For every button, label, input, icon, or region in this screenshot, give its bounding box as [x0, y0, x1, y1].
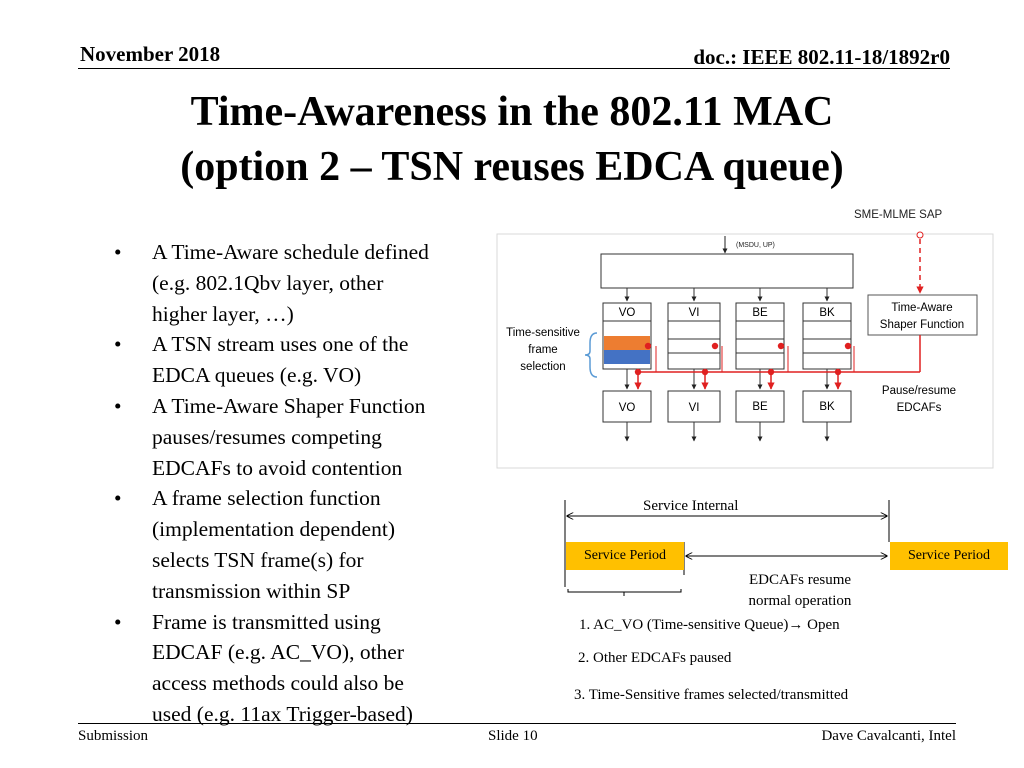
- header-date: November 2018: [80, 42, 221, 66]
- shaper-label-2: Shaper Function: [880, 319, 964, 331]
- bullet-line: selects TSN frame(s) for: [152, 547, 364, 572]
- pause-resume-label-2: EDCAFs: [897, 402, 942, 414]
- gate-dot: [844, 342, 852, 350]
- tsn-label-2: frame: [528, 344, 557, 356]
- bullet-dot-icon: •: [114, 393, 122, 418]
- footer-submission: Submission: [78, 728, 149, 744]
- mac-architecture-diagram: SME-MLME SAP (MSDU, UP) VO VI BE BK: [496, 209, 994, 469]
- step-3-text: 3. Time-Sensitive frames selected/transm…: [574, 687, 849, 703]
- edcaf-vi: VI: [667, 390, 721, 423]
- step-2-text: 2. Other EDCAFs paused: [578, 650, 732, 666]
- time-aware-shaper-box: [867, 294, 978, 336]
- slide-title-line-1: Time-Awareness in the 802.11 MAC: [190, 89, 834, 135]
- sap-point-icon: [916, 231, 924, 239]
- bullet-line: EDCA queues (e.g. VO): [152, 363, 362, 388]
- service-period-left: Service Period: [566, 542, 684, 570]
- bullet-line: EDCAFs to avoid contention: [152, 455, 403, 480]
- shaper-label-1: Time-Aware: [891, 302, 952, 314]
- bullet-line: higher layer, …): [152, 301, 294, 326]
- tsn-frame-orange: [604, 336, 650, 350]
- junction-dot: [834, 368, 842, 376]
- slide-number: Slide 10: [488, 728, 538, 744]
- bullet-line: A Time-Aware Shaper Function: [152, 393, 426, 418]
- tsn-label-1: Time-sensitive: [506, 327, 580, 339]
- service-timeline: [564, 500, 890, 596]
- slide-title-line-2: (option 2 – TSN reuses EDCA queue): [180, 144, 844, 190]
- service-period-right: Service Period: [890, 542, 1008, 570]
- gate-dot: [711, 342, 719, 350]
- edcaf-label: BK: [819, 401, 835, 413]
- bullet-list: • A Time-Aware schedule defined (e.g. 802.…: [104, 237, 494, 730]
- sp-bracket: [567, 589, 682, 596]
- header-doc-id: doc.: IEEE 802.11-18/1892r0: [693, 45, 950, 69]
- edcaf-label: VI: [689, 402, 700, 414]
- msdu-label: (MSDU, UP): [736, 242, 775, 249]
- bullet-dot-icon: •: [114, 240, 122, 264]
- gate-dot: [777, 342, 785, 350]
- bullet-dot-icon: •: [114, 609, 122, 634]
- bullet-line: used (e.g. 11ax Trigger-based): [152, 701, 413, 726]
- bullet-dot-icon: •: [114, 486, 122, 511]
- queue-vo: VO: [602, 302, 652, 370]
- edcaf-label: BE: [752, 401, 768, 413]
- step-1-text: 1. AC_VO (Time-sensitive Queue)→ Open: [579, 617, 840, 633]
- header-rule: [78, 68, 950, 69]
- footer-author: Dave Cavalcanti, Intel: [821, 728, 956, 744]
- queue-label: BK: [819, 307, 835, 319]
- edcaf-vo: VO: [602, 390, 652, 423]
- queue-vi: VI: [667, 302, 721, 370]
- bullet-item: • A Time-Aware Shaper Function pauses/resu…: [104, 391, 494, 483]
- bullet-dot-icon: •: [114, 332, 122, 357]
- bullet-line: A frame selection function: [152, 486, 381, 511]
- footer-rule: [78, 723, 956, 724]
- bullet-line: transmission within SP: [152, 578, 351, 603]
- junction-dot: [767, 368, 775, 376]
- edcaf-be: BE: [735, 390, 785, 423]
- edcaf-bk: BK: [802, 390, 852, 423]
- bullet-line: (implementation dependent): [152, 517, 395, 542]
- service-interval-label: Service Internal: [643, 498, 739, 514]
- queue-label: VO: [619, 307, 636, 319]
- resume-line-2: normal operation: [748, 593, 852, 609]
- bullet-line: access methods could also be: [152, 671, 404, 696]
- bullet-line: pauses/resumes competing: [152, 424, 382, 449]
- selection-brace: [584, 332, 598, 378]
- bullet-line: Frame is transmitted using: [152, 609, 381, 634]
- bullet-line: A TSN stream uses one of the: [152, 332, 409, 357]
- bullet-line: EDCAF (e.g. AC_VO), other: [152, 640, 405, 665]
- tsn-label-3: selection: [520, 361, 565, 373]
- gate-dot: [644, 342, 652, 350]
- bullet-item: • A frame selection function (implementati…: [104, 483, 494, 606]
- sap-label: SME-MLME SAP: [854, 209, 943, 221]
- queue-label: VI: [689, 307, 700, 319]
- bullet-line: A Time-Aware schedule defined: [152, 240, 429, 264]
- tsn-frame-blue: [604, 350, 650, 364]
- bullet-line: (e.g. 802.1Qbv layer, other: [152, 270, 384, 295]
- edcaf-label: VO: [619, 402, 636, 414]
- junction-dot: [634, 368, 642, 376]
- queue-bk: BK: [802, 302, 852, 370]
- edcaf-resume-note: EDCAFs resume normal operation: [700, 570, 900, 612]
- junction-dot: [701, 368, 709, 376]
- queue-label: BE: [752, 307, 768, 319]
- bullet-item: • A Time-Aware schedule defined (e.g. 802.…: [104, 237, 494, 329]
- mapping-box: [600, 253, 854, 289]
- pause-resume-label-1: Pause/resume: [882, 385, 956, 397]
- resume-line-1: EDCAFs resume: [748, 572, 852, 588]
- queue-be: BE: [735, 302, 785, 370]
